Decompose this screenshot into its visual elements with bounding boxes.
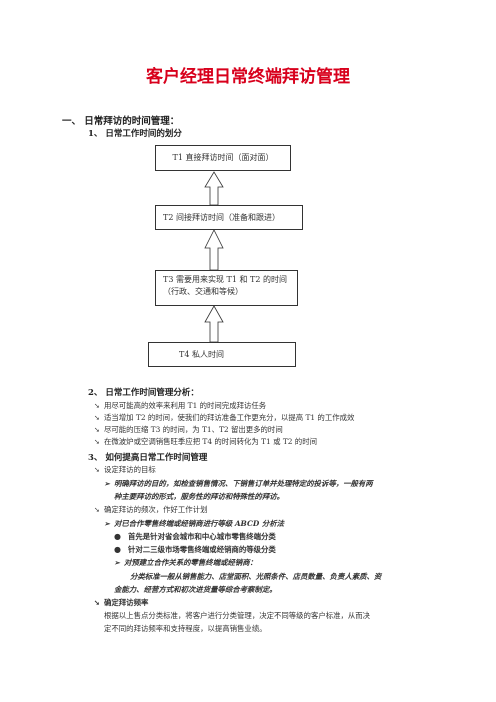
- check-arrow-icon: ➘: [94, 438, 100, 446]
- box-t3-line1: T3 需要用来实现 T1 和 T2 的时间: [163, 275, 287, 284]
- goal-label: ➘设定拜访的目标: [94, 465, 156, 474]
- check-arrow-icon: ➘: [94, 426, 100, 434]
- analysis-item-3: ➘尽可能的压缩 T3 的时间，为 T1、T2 留出更多的时间: [94, 425, 283, 434]
- goal-text-line2: 种主要拜访的形式，服务性的拜访和特殊性的拜访。: [114, 492, 284, 501]
- check-arrow-icon: ➘: [94, 598, 100, 607]
- check-arrow-icon: ➘: [94, 402, 100, 410]
- check-arrow-icon: ➘: [94, 466, 100, 474]
- analysis-item-1: ➘用尽可能高的效率来利用 T1 的时间完成拜访任务: [94, 401, 267, 410]
- box-t1-direct-visit: T1 直接拜访时间（面对面）: [155, 145, 291, 171]
- box-t3-line2: （行政、交通和等候）: [163, 287, 243, 296]
- abcd-analysis: ➢对已合作零售终端或经销商进行等级 ABCD 分析法: [104, 519, 284, 528]
- check-arrow-icon: ➘: [94, 506, 100, 514]
- analysis-item-2: ➘适当增加 T2 的时间，使我们的拜访准备工作更充分，以提高 T1 的工作成效: [94, 413, 355, 422]
- bullet-tier-markets: ●针对二三级市场零售终端或经销商的等级分类: [114, 544, 276, 554]
- subheading-time-analysis: 2、 日常工作时间管理分析：: [88, 388, 199, 398]
- check-arrow-icon: ➘: [94, 414, 100, 422]
- arrow-t4-to-t3: [204, 305, 224, 343]
- frequency-standard: ➘确定拜访频率: [94, 598, 149, 607]
- final-paragraph-line2: 定不同的拜访频率和支持程度，以提高销售业绩。: [104, 624, 267, 633]
- subheading-improve-management: 3、 如何提高日常工作时间管理: [88, 453, 208, 463]
- classification-line1: 分类标准一般从销售能力、店堂面积、光照条件、店员数量、负责人素质、资: [130, 572, 382, 581]
- triangle-arrow-icon: ➢: [104, 479, 110, 488]
- bullet-dot-icon: ●: [114, 531, 121, 541]
- page-title: 客户经理日常终端拜访管理: [146, 67, 350, 87]
- bullet-dot-icon: ●: [114, 544, 121, 554]
- triangle-arrow-icon: ➢: [114, 558, 120, 567]
- frequency-label: ➘确定拜访的频次，作好工作计划: [94, 505, 208, 514]
- box-t4-private-time: T4 私人时间: [148, 342, 296, 367]
- prospect-terminals: ➢对预建立合作关系的零售终端或经销商：: [114, 558, 258, 567]
- triangle-arrow-icon: ➢: [104, 519, 110, 528]
- bullet-provincial-cities: ●首先是针对省会城市和中心城市零售终端分类: [114, 531, 276, 541]
- box-t3-support-time: T3 需要用来实现 T1 和 T2 的时间 （行政、交通和等候）: [155, 270, 298, 306]
- analysis-item-4: ➘在微波炉或空调销售旺季应把 T4 的时间转化为 T1 或 T2 的时间: [94, 437, 317, 446]
- box-t2-indirect-visit: T2 间接拜访时间（准备和跟进）: [155, 205, 303, 230]
- section-heading-time-management: 一、 日常拜访的时间管理：: [62, 116, 180, 127]
- final-paragraph-line1: 根据以上售点分类标准，将客户进行分类管理，决定不同等级的客户标准，从而决: [104, 611, 371, 620]
- goal-text-line1: ➢明确拜访的目的，如检查销售情况、下销售订单并处理特定的投诉等，一般有两: [104, 479, 373, 488]
- subheading-time-division: 1、 日常工作时间的划分: [88, 129, 182, 139]
- box-t1-label: T1 直接拜访时间（面对面）: [172, 153, 274, 162]
- box-t4-label: T4 私人时间: [179, 350, 224, 359]
- arrow-t2-to-t1: [204, 171, 224, 206]
- classification-line2: 金能力、经营方式和初次进货量等综合考察制定。: [114, 585, 277, 594]
- arrow-t3-to-t2: [204, 229, 224, 271]
- box-t2-label: T2 间接拜访时间（准备和跟进）: [163, 213, 280, 222]
